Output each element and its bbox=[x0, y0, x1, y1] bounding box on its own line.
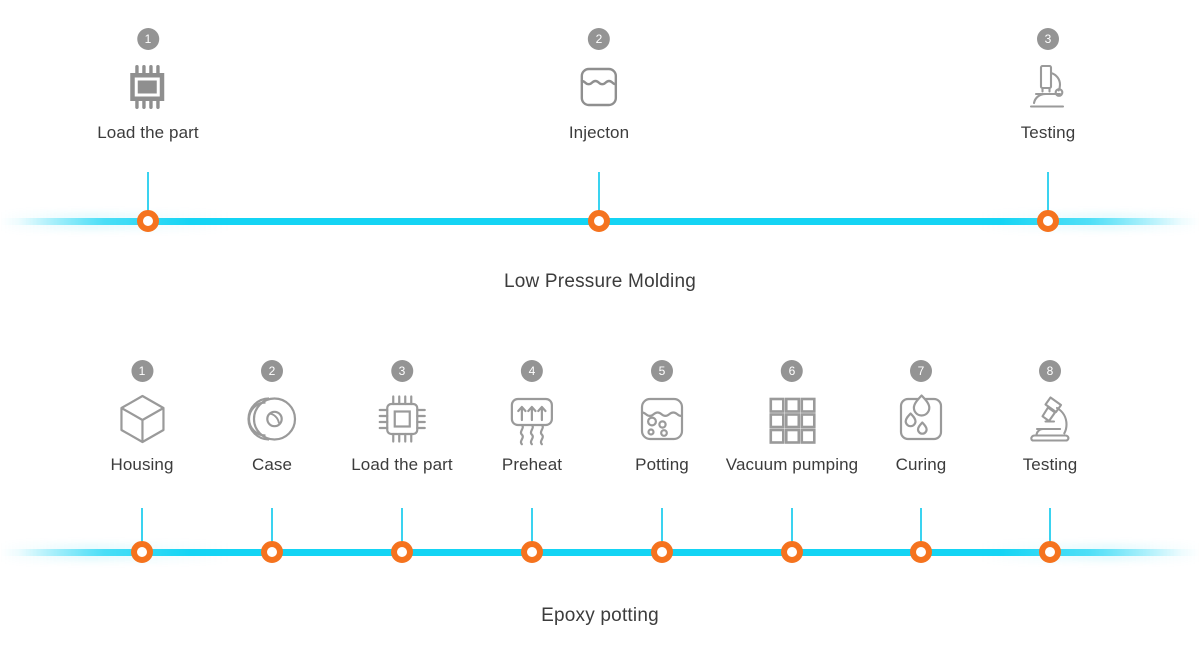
step-number-badge: 3 bbox=[391, 360, 413, 382]
potting-bubbles-icon bbox=[633, 388, 691, 450]
timeline-node[interactable] bbox=[588, 210, 610, 232]
step-label: Load the part bbox=[351, 455, 453, 474]
timeline-node[interactable] bbox=[137, 210, 159, 232]
step-load-the-part[interactable]: 1 Load the part bbox=[97, 28, 199, 143]
grid-3x3-icon bbox=[726, 388, 858, 450]
step-vacuum-pumping[interactable]: 6 Vacuum pumping bbox=[726, 360, 858, 475]
process-caption: Epoxy potting bbox=[541, 605, 659, 626]
step-label: Potting bbox=[635, 455, 689, 474]
timeline-node[interactable] bbox=[131, 541, 153, 563]
timeline-node[interactable] bbox=[521, 541, 543, 563]
timeline-rail bbox=[0, 541, 1200, 563]
disc-stack-icon bbox=[243, 388, 301, 450]
process-caption: Low Pressure Molding bbox=[504, 271, 696, 292]
chip-solid-icon bbox=[97, 56, 199, 118]
step-number-badge: 2 bbox=[261, 360, 283, 382]
timeline-node[interactable] bbox=[781, 541, 803, 563]
timeline-node[interactable] bbox=[261, 541, 283, 563]
timeline-node[interactable] bbox=[391, 541, 413, 563]
step-number-badge: 3 bbox=[1037, 28, 1059, 50]
connector-stem bbox=[920, 508, 922, 550]
step-load-the-part[interactable]: 3 Load the part bbox=[351, 360, 453, 475]
step-preheat[interactable]: 4 Preheat bbox=[502, 360, 562, 475]
timeline-node[interactable] bbox=[910, 541, 932, 563]
step-housing[interactable]: 1 Housing bbox=[110, 360, 173, 475]
liquid-container-icon bbox=[569, 56, 629, 118]
step-label: Preheat bbox=[501, 455, 563, 474]
process-section-epoxy-potting: 1 Housing 2 Case 3 bbox=[0, 330, 1200, 660]
step-label: Load the part bbox=[97, 123, 199, 142]
connector-stem bbox=[661, 508, 663, 550]
timeline-node[interactable] bbox=[1039, 541, 1061, 563]
step-injecton[interactable]: 2 Injecton bbox=[569, 28, 629, 143]
step-number-badge: 1 bbox=[137, 28, 159, 50]
step-curing[interactable]: 7 Curing bbox=[892, 360, 950, 475]
droplets-panel-icon bbox=[892, 388, 950, 450]
process-section-low-pressure-molding: 1 Load the part 2 bbox=[0, 0, 1200, 320]
timeline-node[interactable] bbox=[1037, 210, 1059, 232]
connector-stem bbox=[531, 508, 533, 550]
timeline-rail bbox=[0, 210, 1200, 232]
step-number-badge: 5 bbox=[651, 360, 673, 382]
chip-outline-icon bbox=[351, 388, 453, 450]
timeline-node[interactable] bbox=[651, 541, 673, 563]
rail-line bbox=[0, 549, 1200, 556]
step-label: Injecton bbox=[568, 123, 630, 142]
connector-stem bbox=[1049, 508, 1051, 550]
step-number-badge: 8 bbox=[1039, 360, 1061, 382]
step-label: Case bbox=[251, 455, 293, 474]
connector-stem bbox=[1047, 172, 1049, 220]
cube-icon bbox=[110, 388, 173, 450]
connector-stem bbox=[791, 508, 793, 550]
connector-stem bbox=[141, 508, 143, 550]
step-label: Testing bbox=[1020, 123, 1076, 142]
step-number-badge: 4 bbox=[521, 360, 543, 382]
step-label: Vacuum pumping bbox=[725, 455, 859, 474]
step-label: Curing bbox=[895, 455, 947, 474]
step-label: Housing bbox=[110, 455, 174, 474]
step-testing[interactable]: 8 Testing bbox=[1021, 360, 1079, 475]
step-number-badge: 2 bbox=[588, 28, 610, 50]
preheat-arrows-icon bbox=[502, 388, 562, 450]
microscope-tilt-icon bbox=[1021, 388, 1079, 450]
step-label: Testing bbox=[1022, 455, 1078, 474]
connector-stem bbox=[147, 172, 149, 220]
step-case[interactable]: 2 Case bbox=[243, 360, 301, 475]
step-testing[interactable]: 3 Testing bbox=[1020, 28, 1076, 143]
step-number-badge: 1 bbox=[130, 360, 153, 382]
step-number-badge: 7 bbox=[910, 360, 932, 382]
step-potting[interactable]: 5 Potting bbox=[633, 360, 691, 475]
microscope-icon bbox=[1020, 56, 1076, 118]
connector-stem bbox=[271, 508, 273, 550]
connector-stem bbox=[598, 172, 600, 220]
step-number-badge: 6 bbox=[781, 360, 803, 382]
connector-stem bbox=[401, 508, 403, 550]
